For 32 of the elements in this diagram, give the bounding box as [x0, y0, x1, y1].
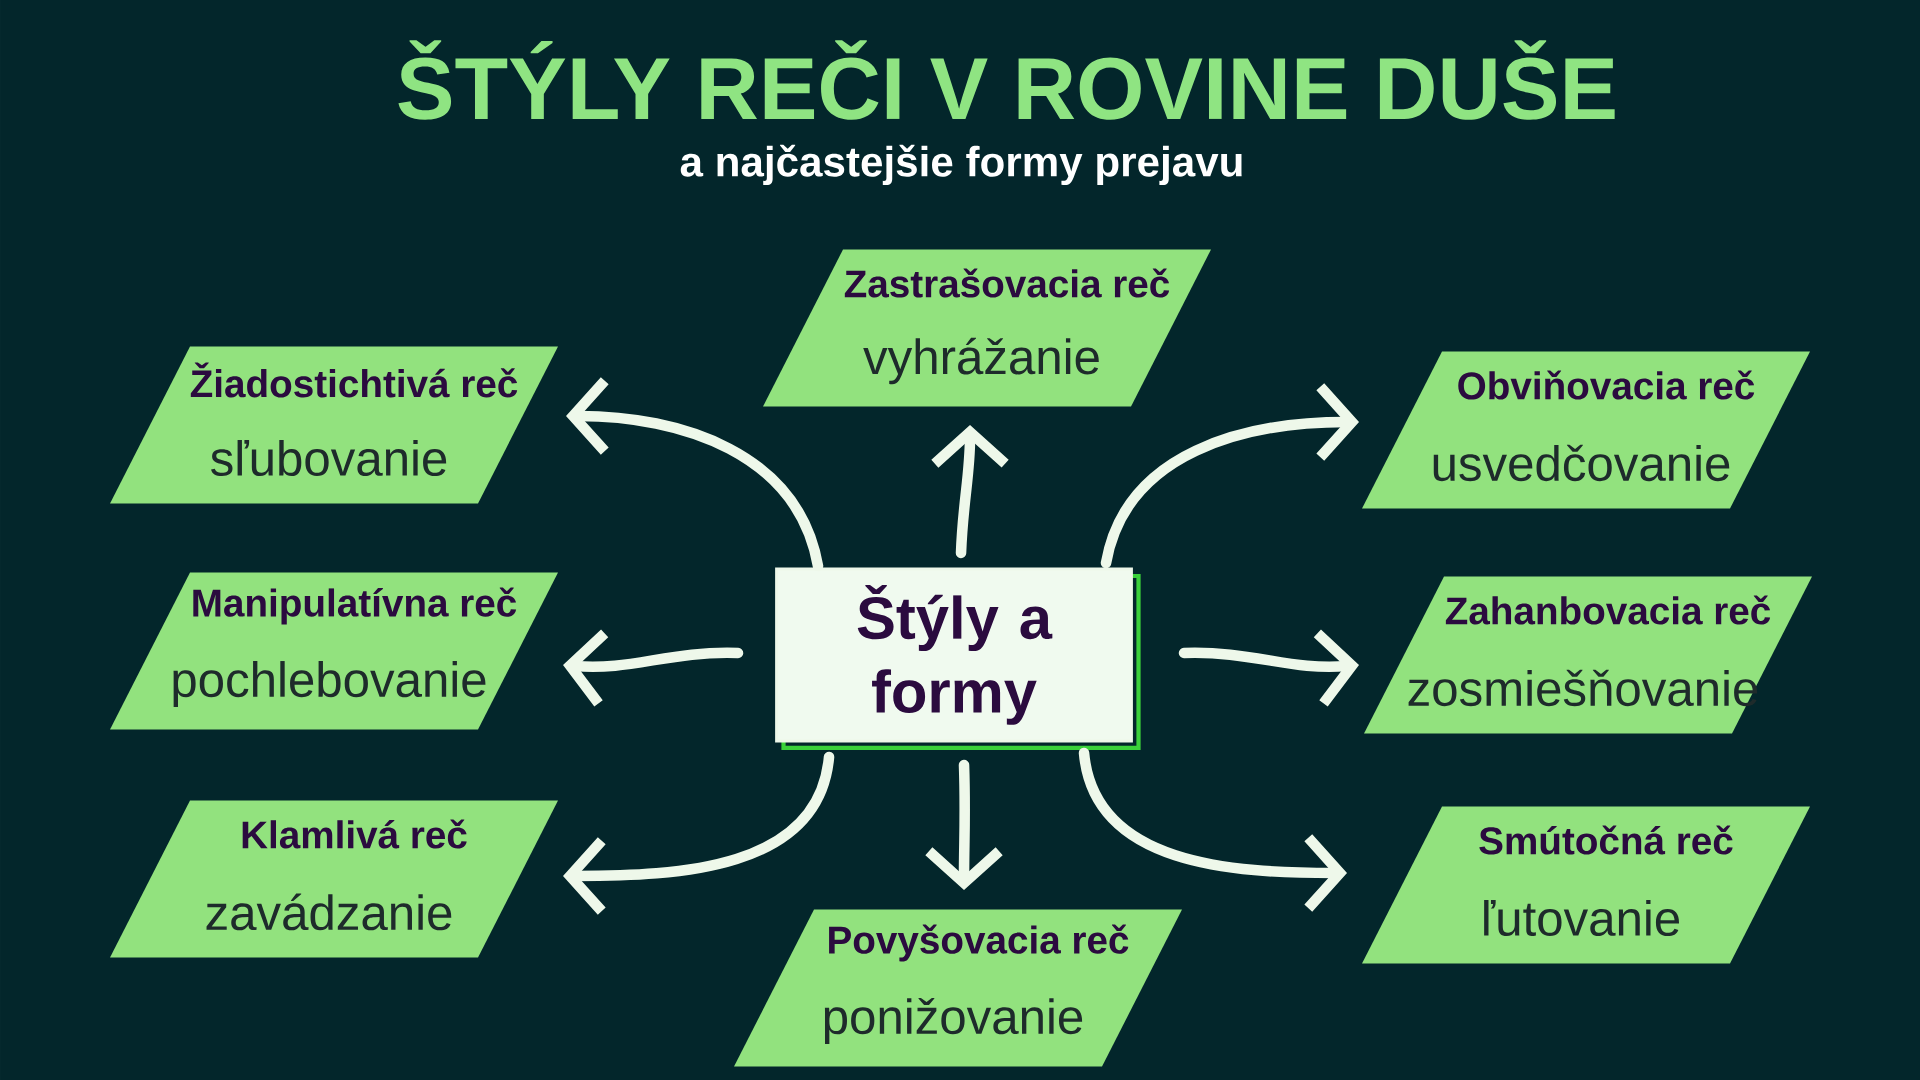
arrow	[1078, 747, 1347, 912]
heading-text: Povyšovacia reč	[829, 924, 1129, 962]
heading-text: Klamlivá reč	[242, 819, 467, 849]
heading-text: Žiadostichtivá reč	[190, 362, 518, 398]
body-text: pochlebovanie	[173, 661, 486, 707]
parallelogram-box	[1364, 576, 1812, 734]
heading-text: Obviňovacia reč	[1458, 370, 1755, 400]
body-text: zosmiešňovanie	[1408, 669, 1758, 707]
body-text: zavádzanie	[206, 893, 452, 931]
parallelogram-box	[110, 572, 558, 730]
parallelogram-box	[110, 800, 558, 958]
arrow	[1178, 629, 1359, 707]
body-text: sľubovanie	[211, 439, 447, 477]
title: ŠTÝLY REČI V ROVINE DUŠE	[398, 40, 1615, 120]
heading-text: Zahanbovacia reč	[1445, 595, 1771, 625]
subtitle: a najčastejšie formy prejavu	[680, 144, 1242, 186]
parallelogram-box	[734, 909, 1182, 1067]
heading-text: Smútočná reč	[1479, 825, 1733, 855]
parallelogram-box	[763, 249, 1211, 407]
body-text: usvedčovanie	[1433, 444, 1730, 482]
parallelogram-box	[110, 346, 558, 504]
body-text: ľutovanie	[1484, 899, 1679, 937]
heading-text: Zastrašovacia reč	[844, 268, 1170, 298]
body-text: ponižovanie	[824, 997, 1083, 1044]
arrow	[1100, 383, 1359, 569]
body-text: vyhrážanie	[863, 337, 1099, 385]
center-box: Štýly a formy	[775, 567, 1141, 751]
parallelogram-box	[1362, 806, 1810, 964]
parallelogram-box	[1362, 351, 1810, 509]
arrow	[563, 751, 835, 915]
arrow	[563, 629, 744, 707]
heading-text: Manipulatívna reč	[193, 587, 517, 625]
